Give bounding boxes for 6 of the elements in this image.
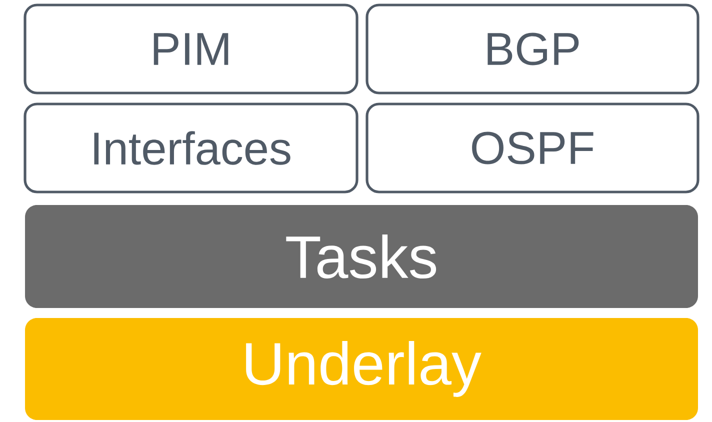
layer-box: BGP: [366, 4, 700, 94]
layer-box: Interfaces: [24, 102, 358, 194]
layer-band: Underlay: [25, 318, 698, 420]
layer-box: PIM: [24, 4, 358, 94]
layer-box: OSPF: [366, 102, 700, 194]
layer-band: Tasks: [25, 205, 698, 308]
